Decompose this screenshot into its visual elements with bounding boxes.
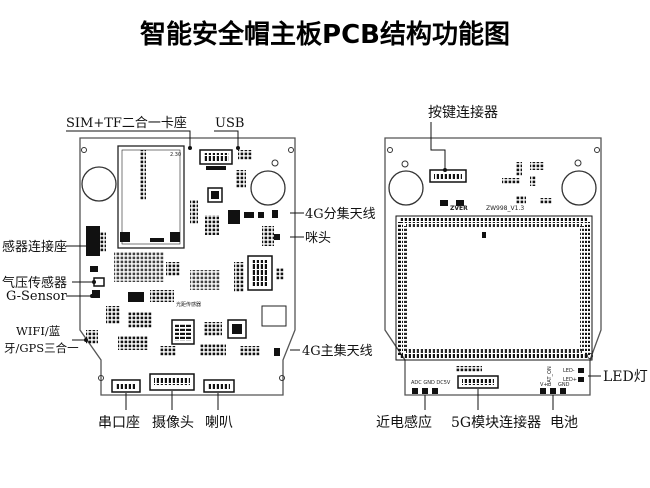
sim-tf-holder: 2.30 xyxy=(117,145,185,249)
usb-connector xyxy=(199,149,233,170)
label-wifi-line2: 牙/GPS三合一 xyxy=(4,341,79,355)
silk-v-plus: V+ xyxy=(540,382,548,388)
left-callout-lines xyxy=(66,130,304,410)
label-sim-tf: SIM+TF二合一卡座 xyxy=(66,116,187,131)
silk-adc-gnd-dc5v: ADC GND DC5V xyxy=(411,380,451,386)
label-4g-main-antenna: 4G主集天线 xyxy=(302,343,373,359)
label-proximity: 近电感应 xyxy=(376,414,432,431)
label-4g-diversity-antenna: 4G分集天线 xyxy=(305,206,376,222)
silk-led-plus: LED+ xyxy=(563,377,577,383)
silk-230: 2.30 xyxy=(170,152,181,158)
label-battery: 电池 xyxy=(550,415,578,431)
silk-light-sensor: 光距传感器 xyxy=(176,301,201,308)
bottom-connectors xyxy=(111,373,235,393)
label-gsensor: G-Sensor xyxy=(6,289,67,304)
label-5g-connector: 5G模块连接器 xyxy=(451,414,541,431)
silk-brand: ZVER xyxy=(450,205,468,212)
silk-led-minus: LED- xyxy=(563,368,575,374)
page-title: 智能安全帽主板PCB结构功能图 xyxy=(140,20,510,50)
label-barometer: 气压传感器 xyxy=(2,275,67,291)
label-sensor-connector: 感器连接座 xyxy=(2,239,67,255)
module-5g-connector xyxy=(457,375,499,389)
label-usb: USB xyxy=(215,116,244,131)
label-mic: 咪头 xyxy=(305,231,331,246)
mount-hole xyxy=(561,170,597,206)
label-speaker: 喇叭 xyxy=(205,415,233,431)
right-callout-lines xyxy=(424,122,601,410)
right-board: ZVER ZW998_V1.3 ADC GND DC5V V+ BAT_ON G… xyxy=(384,137,602,396)
sensor-connector xyxy=(86,226,106,256)
mount-hole xyxy=(388,170,424,206)
label-serial-port: 串口座 xyxy=(98,415,140,431)
key-connector xyxy=(429,169,467,183)
label-wifi-line1: WIFI/蓝 xyxy=(16,324,60,338)
module-5g-footprint xyxy=(395,215,593,361)
silk-model: ZW998_V1.3 xyxy=(486,205,524,212)
label-key-connector: 按键连接器 xyxy=(428,104,498,121)
mount-hole xyxy=(81,166,117,202)
silk-bat-on: BAT_ON xyxy=(547,366,553,386)
silk-gnd: GND xyxy=(558,382,570,388)
label-led: LED灯 xyxy=(603,369,648,385)
label-camera: 摄像头 xyxy=(152,415,194,431)
left-board: 2.30 光距传感器 xyxy=(79,137,296,396)
mount-hole xyxy=(250,170,286,206)
